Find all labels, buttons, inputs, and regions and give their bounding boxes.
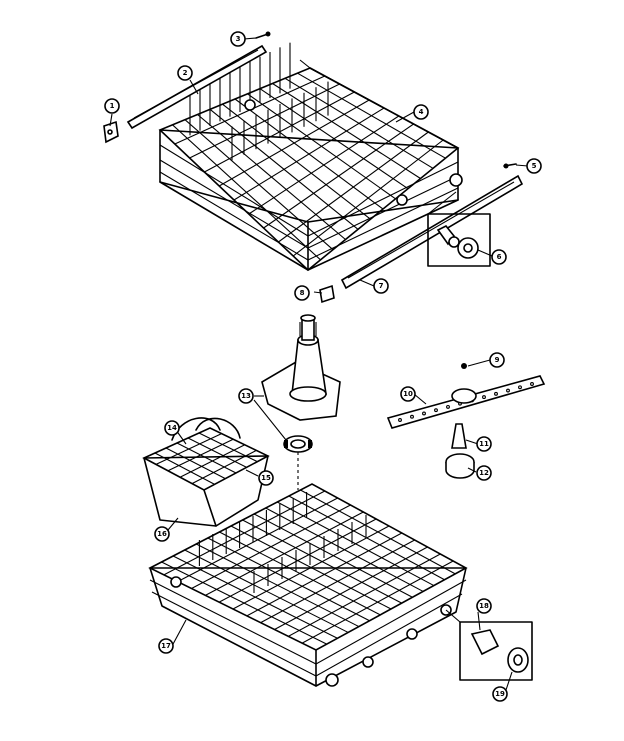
svg-text:13: 13 xyxy=(241,392,251,400)
leader-lines xyxy=(109,37,529,691)
callout-10: 10 xyxy=(400,386,416,402)
callout-13: 13 xyxy=(238,388,254,404)
callout-17: 17 xyxy=(158,638,174,654)
callout-12: 12 xyxy=(476,465,492,481)
callout-6: 6 xyxy=(491,249,507,265)
wash-tower-assembly xyxy=(261,314,341,421)
lower-rack xyxy=(148,483,468,687)
callout-3: 3 xyxy=(230,31,246,47)
svg-text:9: 9 xyxy=(495,356,500,364)
svg-text:18: 18 xyxy=(479,602,489,610)
callout-18: 18 xyxy=(476,598,492,614)
svg-text:3: 3 xyxy=(236,35,241,43)
svg-text:10: 10 xyxy=(403,390,413,398)
spray-arm-hub xyxy=(445,423,475,479)
svg-text:4: 4 xyxy=(419,108,424,116)
rail-end-clip-left xyxy=(103,120,119,144)
rail-end-screw xyxy=(503,163,517,169)
svg-text:19: 19 xyxy=(495,690,505,698)
callout-8: 8 xyxy=(294,285,310,301)
svg-text:8: 8 xyxy=(300,289,305,297)
rail-end-clip-right xyxy=(319,284,335,304)
upper-rack xyxy=(158,42,463,272)
tower-seal-ring xyxy=(283,435,313,453)
upper-right-slide-rail xyxy=(340,174,524,290)
svg-text:1: 1 xyxy=(110,102,115,110)
svg-text:6: 6 xyxy=(497,253,502,261)
svg-text:2: 2 xyxy=(183,69,188,77)
svg-text:16: 16 xyxy=(157,530,167,538)
svg-text:11: 11 xyxy=(479,440,489,448)
callout-15: 15 xyxy=(258,470,274,486)
callout-16: 16 xyxy=(154,526,170,542)
svg-text:7: 7 xyxy=(379,282,384,290)
silverware-basket xyxy=(142,417,270,527)
callout-11: 11 xyxy=(476,436,492,452)
callout-9: 9 xyxy=(489,352,505,368)
upper-left-slide-rail xyxy=(126,44,268,130)
callout-7: 7 xyxy=(373,278,389,294)
callout-19: 19 xyxy=(492,686,508,702)
svg-text:5: 5 xyxy=(532,162,537,170)
wheel-detail-box xyxy=(445,609,533,681)
svg-text:12: 12 xyxy=(479,469,489,477)
svg-text:14: 14 xyxy=(167,424,177,432)
svg-text:17: 17 xyxy=(161,642,171,650)
callout-2: 2 xyxy=(177,65,193,81)
spray-arm xyxy=(386,363,546,429)
svg-text:15: 15 xyxy=(261,474,271,482)
rail-stop-screw xyxy=(255,31,271,39)
callout-4: 4 xyxy=(413,104,429,120)
callout-14: 14 xyxy=(164,420,180,436)
callout-5: 5 xyxy=(526,158,542,174)
callout-1: 1 xyxy=(104,98,120,114)
roller-detail-box xyxy=(427,191,491,267)
